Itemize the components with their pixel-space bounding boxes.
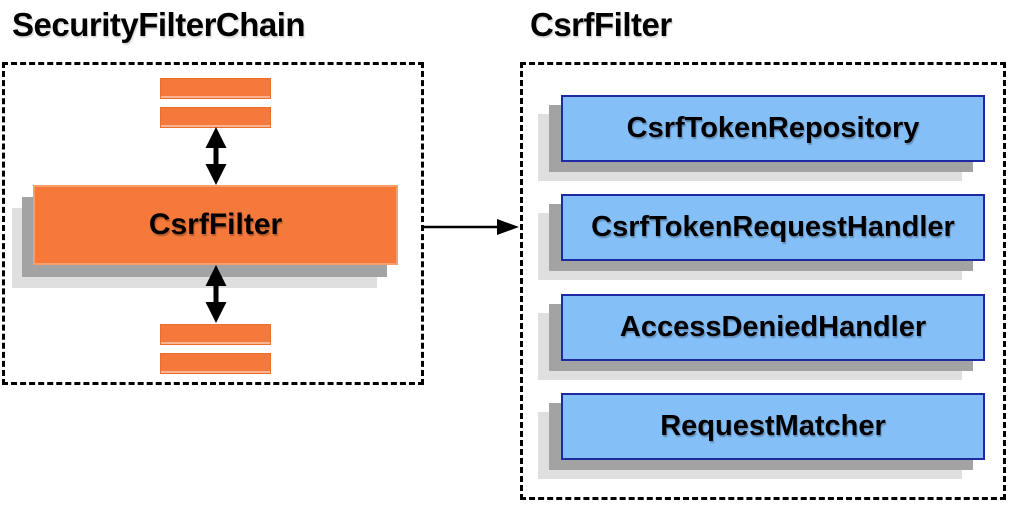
filter-placeholder-bar-top-1 <box>160 78 271 99</box>
csrffilter-panel-border <box>520 62 1006 500</box>
filter-placeholder-bar-bottom-1 <box>160 324 271 345</box>
component-label: CsrfTokenRequestHandler <box>591 211 955 243</box>
filter-placeholder-bar-top-2 <box>160 107 271 128</box>
securityfilterchain-panel-border <box>2 62 424 385</box>
csrf-filter-node: CsrfFilter <box>33 185 398 265</box>
component-label: AccessDeniedHandler <box>619 311 927 343</box>
component-box-csrftokenrepository: CsrfTokenRepository <box>561 95 985 162</box>
component-label: CsrfTokenRepository <box>626 112 920 144</box>
csrffilter-link-arrow <box>424 219 519 235</box>
securityfilterchain-title: SecurityFilterChain <box>12 6 306 43</box>
component-box-requestmatcher: RequestMatcher <box>561 393 985 460</box>
component-label: RequestMatcher <box>660 410 886 442</box>
component-box-accessdeniedhandler: AccessDeniedHandler <box>561 294 985 361</box>
csrf-filter-node-label: CsrfFilter <box>148 208 283 241</box>
component-box-csrftokenrequesthandler: CsrfTokenRequestHandler <box>561 194 985 261</box>
csrffilter-title: CsrfFilter <box>530 6 672 43</box>
filter-placeholder-bar-bottom-2 <box>160 353 271 374</box>
